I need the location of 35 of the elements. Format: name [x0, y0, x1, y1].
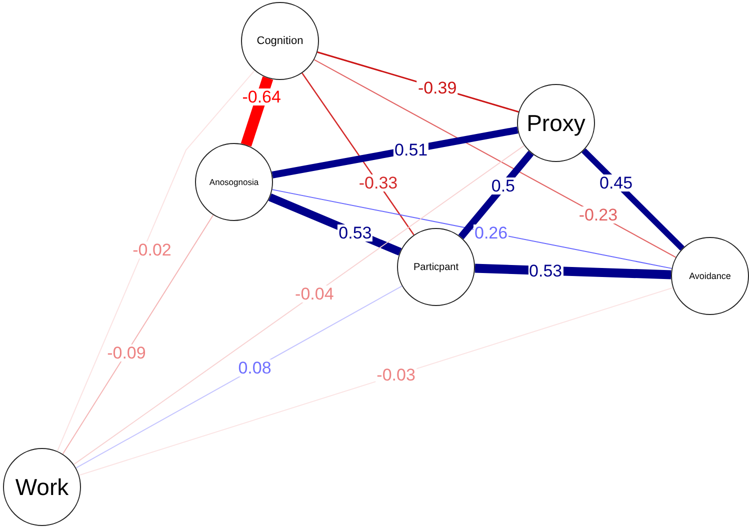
edge-line	[302, 72, 414, 236]
node-label: Anosognosia	[209, 177, 259, 187]
edge-line	[240, 76, 274, 147]
edge-label: 0.26	[473, 224, 509, 242]
edge-label: -0.02	[132, 242, 172, 258]
node-label: Cognition	[256, 35, 304, 47]
node-label: Avoidance	[689, 271, 731, 281]
edge-line	[458, 150, 534, 240]
edge-label: 0.5	[490, 178, 516, 195]
node-label: Proxy	[526, 110, 586, 136]
edge-label: 0.53	[338, 224, 373, 242]
node-label: Work	[15, 474, 69, 500]
edge-label: 0.45	[598, 174, 634, 192]
edge-label: -0.33	[358, 174, 399, 192]
edge-label: -0.03	[376, 366, 416, 384]
edge-line	[314, 59, 676, 258]
edge-line	[62, 214, 214, 454]
edge-line	[76, 286, 402, 468]
edge-line	[272, 189, 672, 269]
variable-circle	[517, 84, 595, 162]
edge-line	[56, 70, 256, 452]
edge-line	[582, 148, 684, 251]
node-label: Particpant	[413, 262, 459, 272]
variable-circle	[671, 237, 749, 315]
edge-label: -0.23	[578, 206, 619, 224]
edge-line	[78, 287, 674, 476]
edge-label: 0.53	[528, 262, 564, 280]
edge-label: 0.51	[394, 141, 429, 158]
edge-label: -0.04	[294, 286, 335, 303]
edge-label: 0.08	[237, 360, 272, 377]
edge-line	[73, 145, 525, 465]
edge-line	[272, 126, 518, 178]
edge-label: -0.39	[416, 79, 458, 96]
edge-label: -0.64	[241, 88, 282, 106]
edge-label: -0.09	[106, 344, 147, 362]
